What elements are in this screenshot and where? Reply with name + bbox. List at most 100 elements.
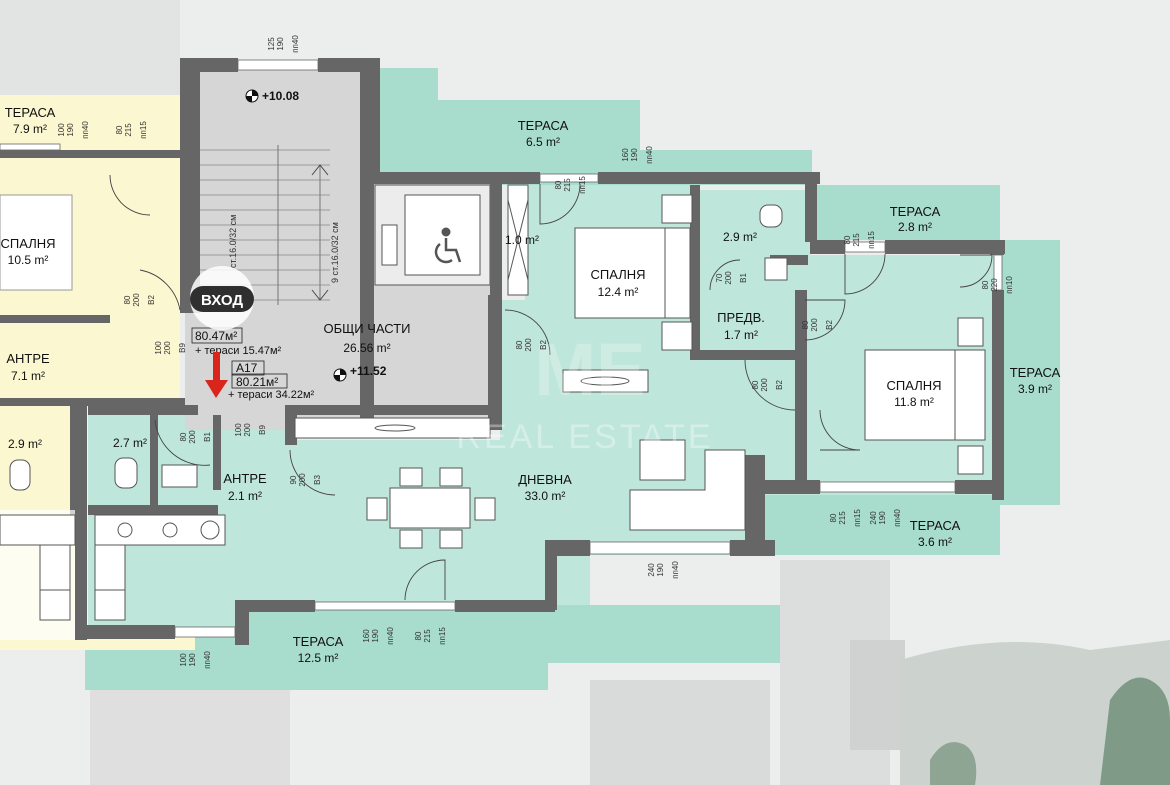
terrace-bottom-area: 12.5 m² <box>298 651 339 665</box>
opening-code: пп15 <box>438 627 447 645</box>
level-floor-mark: +11.52 <box>333 364 387 382</box>
unit-floor <box>88 185 1000 630</box>
opening-size: 200 <box>163 341 172 355</box>
opening-size: 215 <box>563 178 572 192</box>
svg-text:ME: ME <box>535 328 646 411</box>
neighbor-unit-area: 80.47м² <box>195 329 237 343</box>
stair-label-a: ст.16.0/32 см <box>228 215 238 268</box>
opening-size: 200 <box>132 293 141 307</box>
neighbor-bedroom-area: 10.5 m² <box>8 253 49 267</box>
living-label: ДНЕВНА <box>518 472 572 487</box>
opening-size: 160 <box>621 148 630 162</box>
opening-code: В2 <box>825 320 834 330</box>
neighbor-entry-label: АНТРЕ <box>6 351 50 366</box>
furniture <box>0 184 986 621</box>
terrace-right-top-label: ТЕРАСА <box>890 204 941 219</box>
bedroom-2-area: 11.8 m² <box>894 395 934 409</box>
common-label: ОБЩИ ЧАСТИ <box>323 321 410 336</box>
opening-size: 80 <box>801 320 810 329</box>
opening-code: пп15 <box>578 176 587 194</box>
wardrobe <box>507 184 529 296</box>
opening-code: В1 <box>203 432 212 442</box>
opening-size: 80 <box>829 513 838 522</box>
opening-code: В2 <box>539 340 548 350</box>
level-top: +10.08 <box>262 89 299 103</box>
opening-code: пп40 <box>893 509 902 527</box>
opening-size: 100 <box>179 653 188 667</box>
watermark: ME REAL ESTATE <box>456 328 713 456</box>
terrace-right-top <box>812 185 1000 240</box>
opening-size: 190 <box>878 511 887 525</box>
level-floor: +11.52 <box>350 364 387 378</box>
opening-code: пп40 <box>386 627 395 645</box>
opening-code: пп15 <box>139 121 148 139</box>
opening-size: 200 <box>810 318 819 332</box>
opening-size: 215 <box>852 233 861 247</box>
level-marks: +10.08 +11.52 <box>245 89 387 382</box>
closet-area: 1.0 m² <box>505 233 539 247</box>
entry-area: 2.1 m² <box>228 489 262 503</box>
neighbor-bathroom-area: 2.9 m² <box>8 437 42 451</box>
opening-code: пп10 <box>1005 276 1014 294</box>
terrace-right-label: ТЕРАСА <box>1010 365 1061 380</box>
svg-text:REAL ESTATE: REAL ESTATE <box>456 418 713 456</box>
entry-badge-label: ВХОД <box>201 292 243 309</box>
opening-code: В2 <box>775 380 784 390</box>
opening-size: 200 <box>188 430 197 444</box>
opening-code: пп40 <box>671 561 680 579</box>
opening-size: 80 <box>751 380 760 389</box>
opening-size: 100 <box>57 123 66 137</box>
bedroom-1-area: 12.4 m² <box>598 285 639 299</box>
unit-terraces: + тераси 34.22м² <box>228 389 315 401</box>
terrace-right-bottom-label: ТЕРАСА <box>910 518 961 533</box>
terrace-right-bottom-area: 3.6 m² <box>918 535 952 549</box>
bathroom-1-area: 2.9 m² <box>723 230 757 244</box>
opening-size: 125 <box>267 37 276 51</box>
doors <box>109 174 993 601</box>
opening-code: В9 <box>178 343 187 353</box>
opening-size: 80 <box>843 235 852 244</box>
opening-size: 70 <box>715 273 724 282</box>
opening-size: 190 <box>371 629 380 643</box>
windows <box>0 59 1003 638</box>
bath-fixtures <box>9 204 788 491</box>
entry-badge: ВХОД <box>190 266 254 330</box>
bathroom-2-area: 2.7 m² <box>113 436 147 450</box>
bedroom-2-label: СПАЛНЯ <box>887 378 942 393</box>
opening-size: 200 <box>243 423 252 437</box>
entry-label: АНТРЕ <box>223 471 267 486</box>
terrace-bottom-label: ТЕРАСА <box>293 634 344 649</box>
opening-size: 240 <box>869 511 878 525</box>
neighbor-entry-area: 7.1 m² <box>11 369 45 383</box>
opening-size: 80 <box>115 125 124 134</box>
terrace-top <box>376 68 812 185</box>
opening-size: 200 <box>724 271 733 285</box>
opening-code: В9 <box>258 425 267 435</box>
terrace-top-area: 6.5 m² <box>526 135 560 149</box>
opening-code: В1 <box>739 273 748 283</box>
room-labels: ТЕРАСА 6.5 m² СПАЛНЯ 12.4 m² 2.9 m² ТЕРА… <box>1 105 1061 665</box>
sofa <box>629 439 746 531</box>
tv-unit <box>562 369 649 393</box>
opening-size: 80 <box>515 340 524 349</box>
neighbor-unit-terraces: + тераси 15.47м² <box>195 345 282 357</box>
opening-code: В3 <box>313 475 322 485</box>
opening-size: 190 <box>66 123 75 137</box>
opening-size: 200 <box>298 473 307 487</box>
unit-area: 80.21м² <box>236 375 278 389</box>
opening-size: 80 <box>179 432 188 441</box>
opening-size: 190 <box>630 148 639 162</box>
